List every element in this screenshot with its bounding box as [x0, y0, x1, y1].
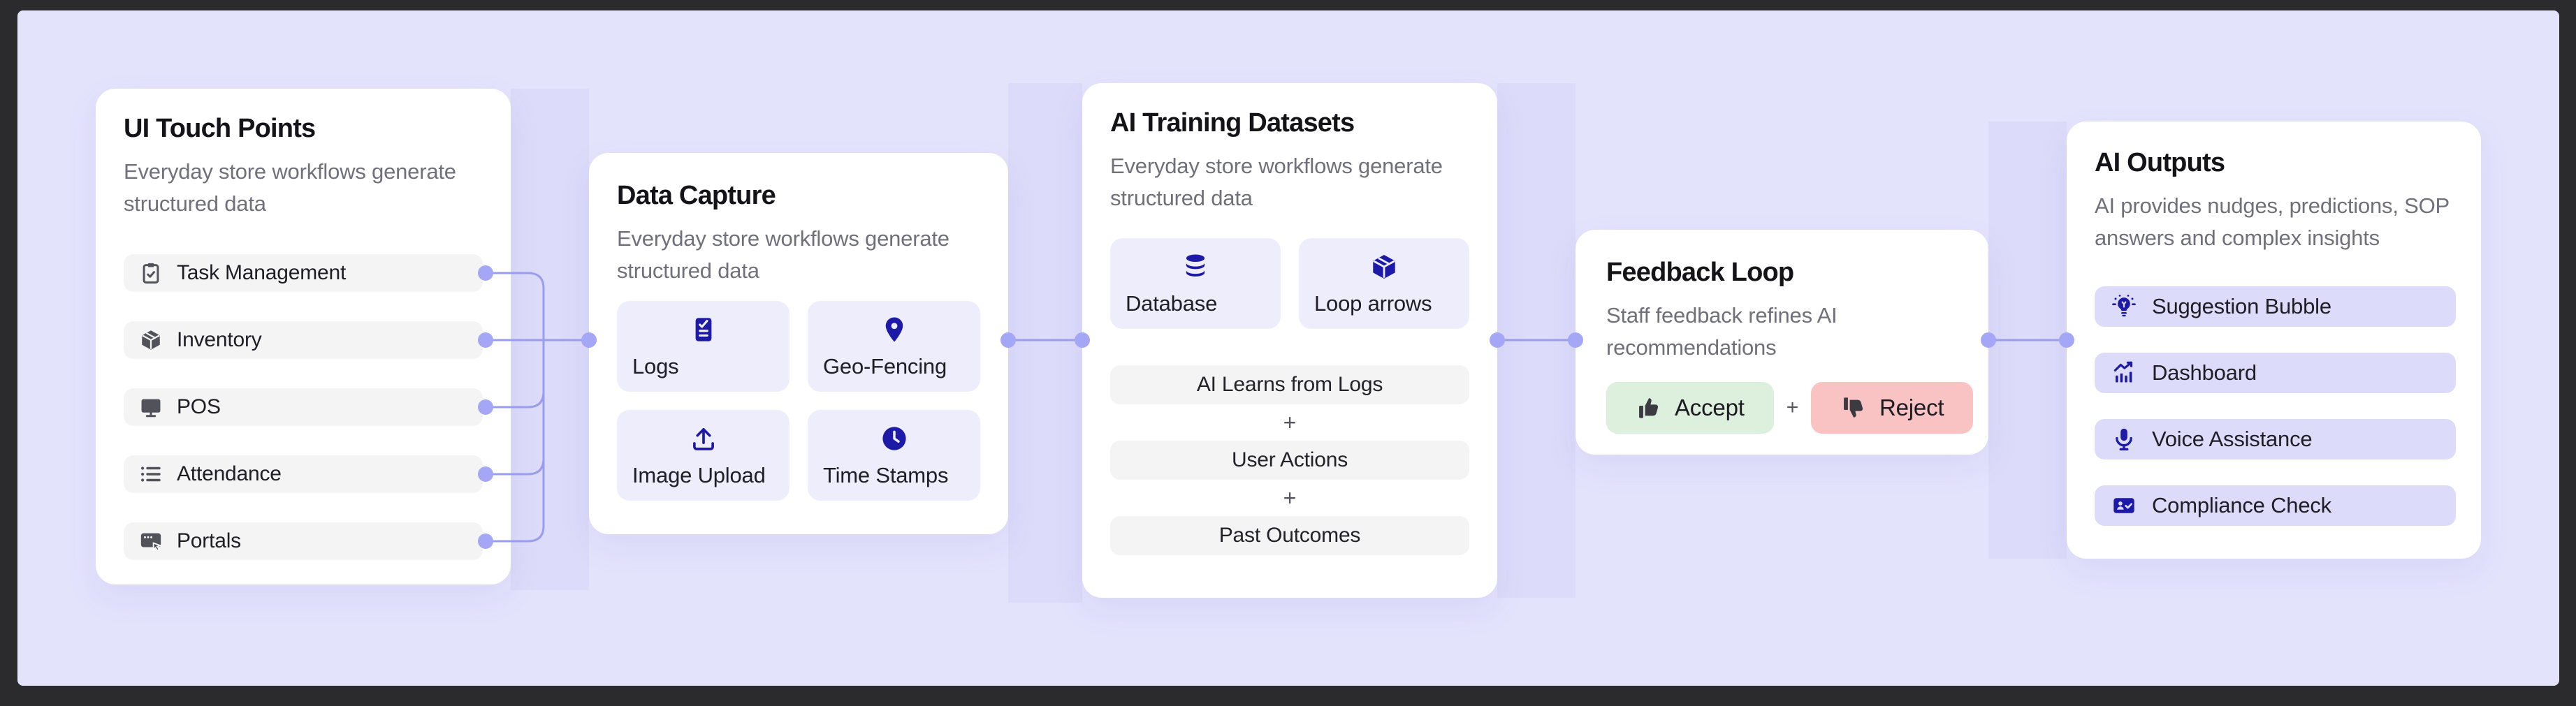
list-item-portals[interactable]: Portals	[124, 522, 483, 560]
list-item-label: Task Management	[177, 261, 347, 284]
list-item-label: Voice Assistance	[2152, 427, 2313, 451]
tile-loop-arrows[interactable]: Loop arrows	[1299, 238, 1469, 329]
pill-past-outcomes[interactable]: Past Outcomes	[1110, 516, 1469, 555]
lightbulb-icon	[2111, 294, 2137, 319]
list-item-attendance[interactable]: Attendance	[124, 455, 483, 493]
list-item-label: Portals	[177, 529, 241, 552]
gap-strip	[1497, 83, 1576, 598]
tile-logs[interactable]: Logs	[617, 301, 789, 392]
list-icon	[139, 462, 163, 486]
tile-label: Database	[1126, 291, 1218, 316]
list-item-label: Attendance	[177, 462, 282, 485]
plus-separator: +	[1786, 396, 1799, 419]
tile-label: Geo-Fencing	[823, 354, 947, 378]
list-item-task-management[interactable]: Task Management	[124, 254, 483, 292]
tile-database[interactable]: Database	[1110, 238, 1281, 329]
gap-strip	[1008, 83, 1082, 603]
gap-strip	[1988, 122, 2067, 559]
capture-tile-grid: Logs Geo-Fencing Image U	[617, 301, 980, 501]
reject-button[interactable]: Reject	[1811, 382, 1974, 434]
feedback-buttons: Accept + Reject	[1606, 382, 1974, 434]
cube-icon	[1313, 252, 1455, 281]
chart-icon	[2111, 360, 2137, 385]
screen-share-icon	[139, 529, 163, 553]
map-pin-icon	[822, 315, 966, 344]
gap-strip	[511, 89, 589, 590]
card-description: Everyday store workflows generate struct…	[1110, 154, 1443, 210]
pill-ai-learns-from-logs[interactable]: AI Learns from Logs	[1110, 365, 1469, 404]
list-item-label: Dashboard	[2152, 360, 2257, 385]
clipboard-check-icon	[139, 261, 163, 285]
list-item-pos[interactable]: POS	[124, 388, 483, 426]
list-item-voice-assistance[interactable]: Voice Assistance	[2095, 419, 2456, 459]
list-item-label: Inventory	[177, 328, 262, 351]
dataset-tile-grid: Database Loop arrows	[1110, 238, 1469, 329]
card-title: Feedback Loop	[1606, 258, 1794, 287]
thumbs-up-icon	[1636, 395, 1662, 421]
badge-check-icon	[2111, 493, 2137, 518]
card-feedback-loop: Feedback Loop Staff feedback refines AI …	[1576, 230, 1988, 455]
accept-label: Accept	[1675, 395, 1745, 420]
card-ai-outputs: AI Outputs AI provides nudges, predictio…	[2067, 122, 2481, 559]
card-title: AI Training Datasets	[1110, 108, 1355, 138]
touch-point-list: Task Management Inventory	[124, 254, 483, 589]
card-data-capture: Data Capture Everyday store workflows ge…	[589, 153, 1008, 534]
card-description: Staff feedback refines AI recommendation…	[1606, 303, 1838, 360]
card-ai-training-datasets: AI Training Datasets Everyday store work…	[1082, 83, 1497, 598]
microphone-icon	[2111, 427, 2137, 452]
tile-geo-fencing[interactable]: Geo-Fencing	[808, 301, 980, 392]
card-title: UI Touch Points	[124, 114, 316, 143]
list-item-label: Suggestion Bubble	[2152, 294, 2331, 318]
pill-user-actions[interactable]: User Actions	[1110, 441, 1469, 480]
upload-icon	[631, 424, 776, 453]
card-title: AI Outputs	[2095, 148, 2225, 177]
tile-image-upload[interactable]: Image Upload	[617, 410, 789, 501]
list-item-suggestion-bubble[interactable]: Suggestion Bubble	[2095, 286, 2456, 327]
thumbs-down-icon	[1840, 395, 1867, 421]
list-item-label: POS	[177, 395, 221, 418]
list-item-inventory[interactable]: Inventory	[124, 321, 483, 359]
clipboard-list-icon	[631, 315, 776, 344]
card-title: Data Capture	[617, 181, 776, 210]
output-list: Suggestion Bubble Dashboard	[2095, 286, 2456, 552]
tile-label: Time Stamps	[823, 463, 949, 487]
plus-separator: +	[1283, 409, 1297, 435]
tile-label: Loop arrows	[1314, 291, 1432, 316]
package-icon	[139, 328, 163, 352]
tile-label: Image Upload	[632, 463, 766, 487]
database-icon	[1124, 252, 1267, 281]
list-item-label: Compliance Check	[2152, 493, 2331, 517]
training-formula: AI Learns from Logs + User Actions + Pas…	[1110, 365, 1469, 555]
accept-button[interactable]: Accept	[1606, 382, 1774, 434]
clock-icon	[822, 424, 966, 453]
monitor-icon	[139, 395, 163, 419]
list-item-dashboard[interactable]: Dashboard	[2095, 353, 2456, 393]
reject-label: Reject	[1879, 395, 1944, 420]
tile-time-stamps[interactable]: Time Stamps	[808, 410, 980, 501]
card-description: AI provides nudges, predictions, SOP ans…	[2095, 193, 2450, 250]
list-item-compliance-check[interactable]: Compliance Check	[2095, 485, 2456, 526]
card-description: Everyday store workflows generate struct…	[617, 226, 949, 283]
tile-label: Logs	[632, 354, 679, 378]
plus-separator: +	[1283, 485, 1297, 510]
card-ui-touch-points: UI Touch Points Everyday store workflows…	[96, 89, 511, 584]
card-description: Everyday store workflows generate struct…	[124, 159, 456, 216]
